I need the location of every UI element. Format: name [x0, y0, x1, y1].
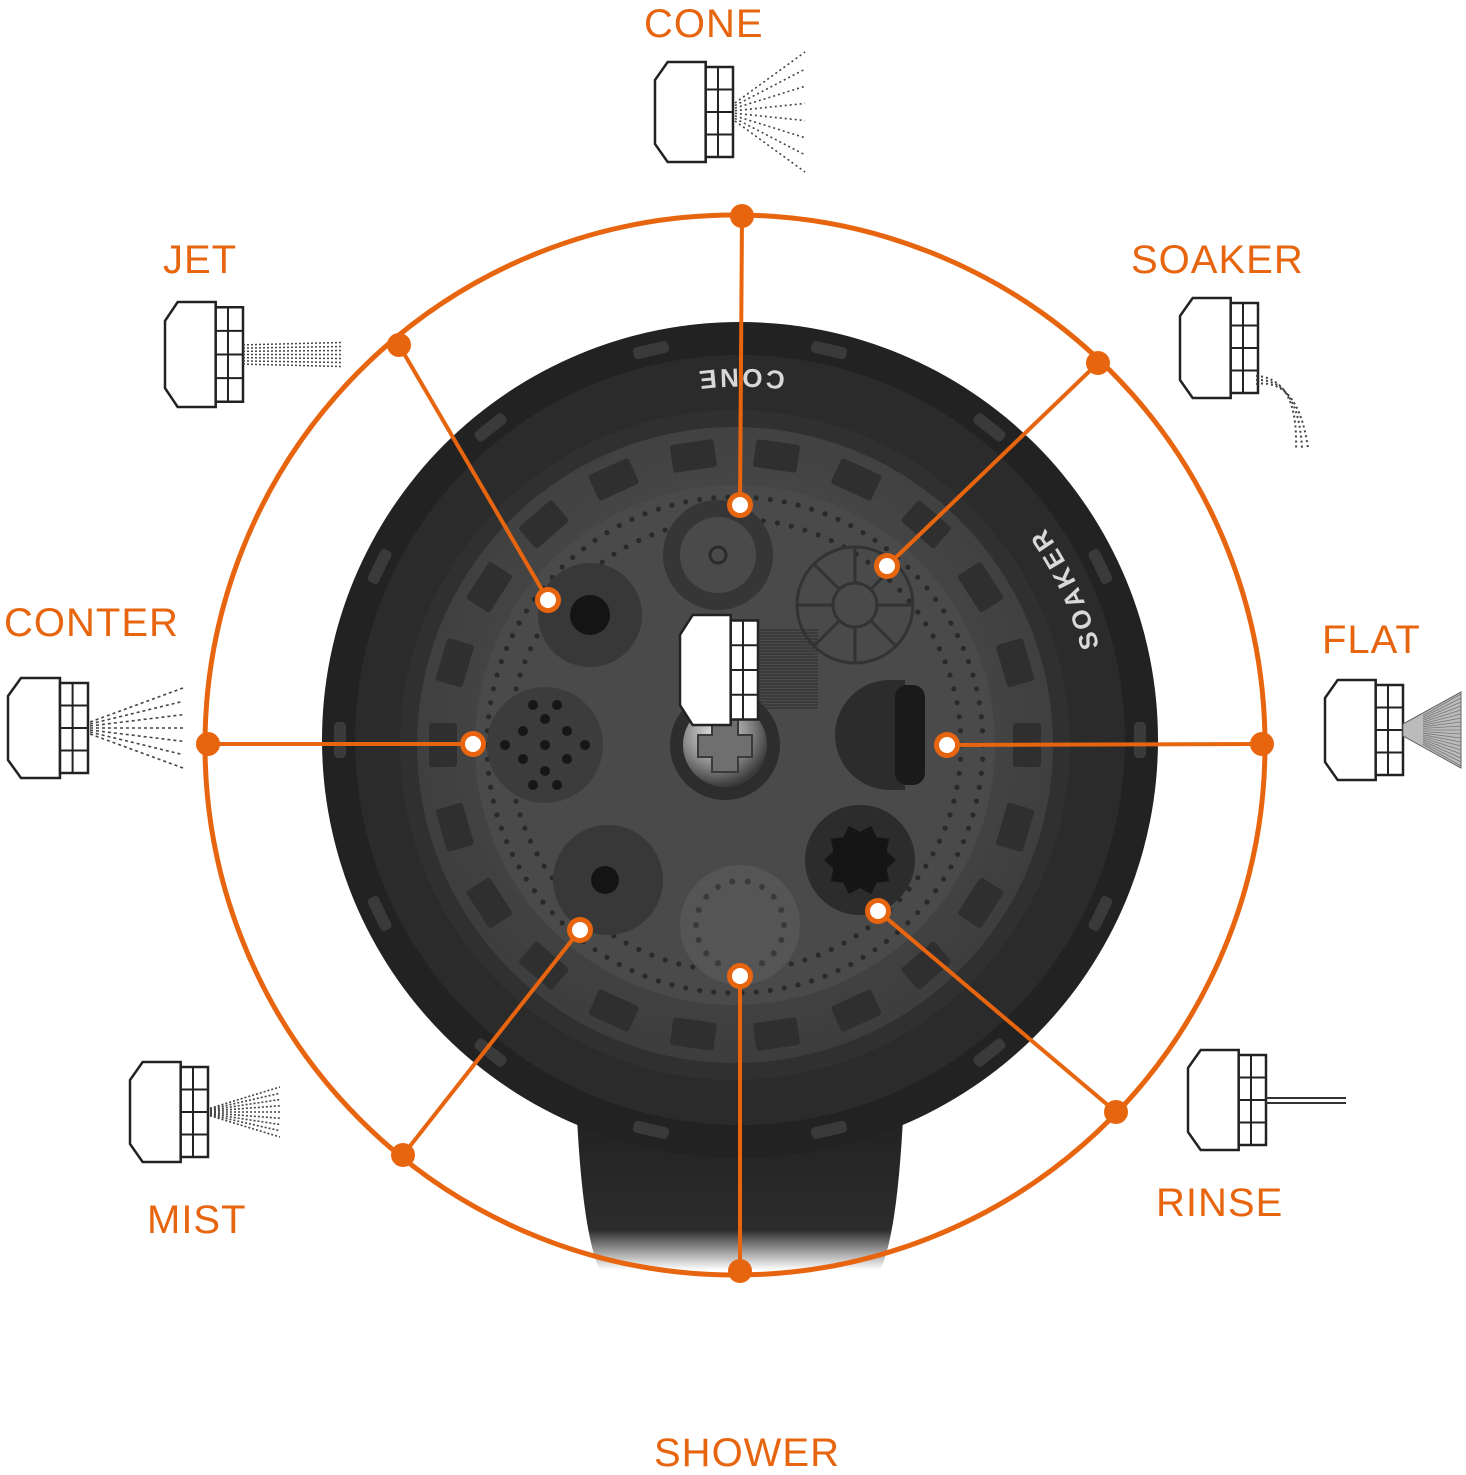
- callout-line-mist: [401, 928, 582, 1157]
- cone-spray-icon: [653, 51, 806, 173]
- spray-outlet-cone: [663, 500, 773, 610]
- callout-dot-outer-soaker: [1086, 351, 1110, 375]
- spray-outlet-jet: [538, 563, 642, 667]
- flat-spray-icon: [1323, 678, 1462, 782]
- callout-dot-outer-mist: [391, 1143, 415, 1167]
- callout-dot-outer-cone: [730, 204, 754, 228]
- mode-callout-overlay: [196, 204, 1274, 1283]
- callout-dot-outer-center: [196, 732, 220, 756]
- callout-dot-outer-rinse: [1104, 1100, 1128, 1124]
- spray-outlet-soaker: [795, 545, 915, 665]
- mode-label-shower: SHOWER: [654, 1431, 840, 1475]
- spray-outlet-mist: [553, 825, 663, 935]
- mode-label-jet: JET: [163, 238, 238, 282]
- spray-outlet-center: [487, 687, 603, 803]
- soaker-spray-icon: [1178, 296, 1309, 449]
- mode-label-center: CONTER: [4, 601, 179, 645]
- callout-dot-outer-shower: [728, 1259, 752, 1283]
- mode-label-rinse: RINSE: [1156, 1181, 1284, 1225]
- callout-line-jet: [397, 343, 550, 602]
- mode-label-mist: MIST: [147, 1198, 247, 1242]
- callout-dot-outer-jet: [387, 333, 411, 357]
- mode-label-flat: FLAT: [1322, 618, 1421, 662]
- center-spray-icon: [6, 676, 184, 780]
- callout-line-flat: [946, 742, 1263, 747]
- spray-outlet-rinse: [805, 805, 915, 915]
- mist-spray-icon: [128, 1060, 281, 1164]
- shower-spray-icon: [678, 613, 818, 727]
- rim-grip-notches: [334, 340, 1146, 1140]
- callout-line-cone: [738, 215, 744, 506]
- mode-label-cone: CONE: [644, 2, 764, 46]
- mode-label-soaker: SOAKER: [1131, 238, 1304, 282]
- spray-outlet-flat: [835, 680, 925, 790]
- face-slots: [429, 439, 1041, 1051]
- rinse-spray-icon: [1186, 1048, 1346, 1152]
- callout-line-rinse: [876, 909, 1118, 1114]
- spray-outlet-shower: [680, 865, 800, 985]
- callout-line-soaker: [885, 361, 1100, 568]
- callout-dot-outer-flat: [1250, 732, 1274, 756]
- face-dot-rings: [484, 494, 986, 996]
- jet-spray-icon: [163, 300, 342, 409]
